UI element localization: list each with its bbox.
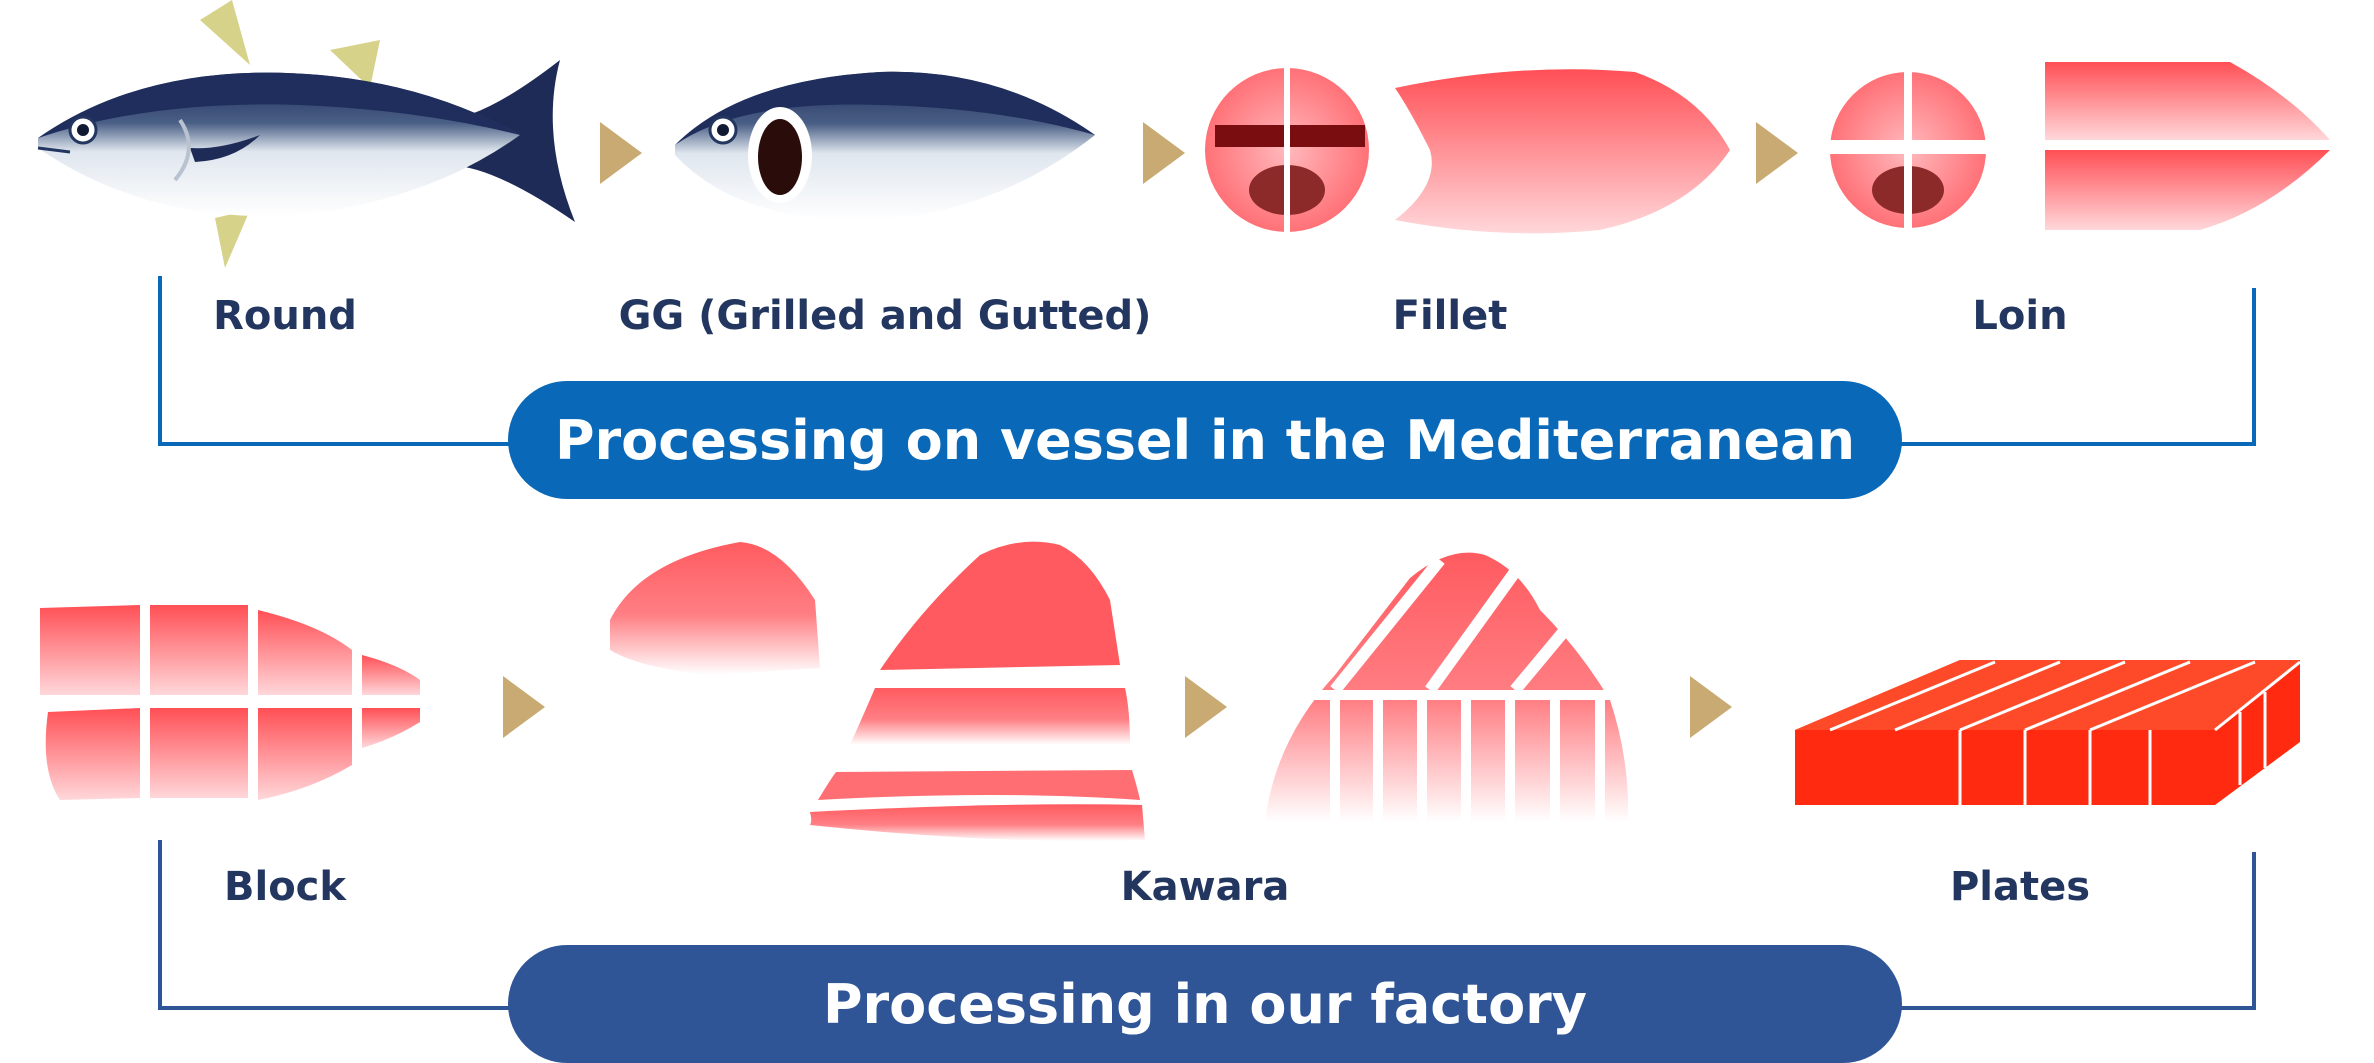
label-loin: Loin [1972,293,2068,339]
banner-factory: Processing in our factory [508,945,1902,1063]
kawara-icon [610,541,1145,841]
label-kawara: Kawara [1120,864,1290,910]
plates-icon [1795,660,2301,805]
arrow-icon [1185,676,1227,738]
arrow-icon [600,122,642,184]
arrow-icon [1690,676,1732,738]
fillet-cross-section-icon [1205,65,1369,235]
block-icon [40,605,420,800]
gg-tuna-icon [675,71,1095,221]
loin-side-icon [2045,62,2330,230]
top-bracket-right [1898,288,2256,446]
arrow-icon [1143,122,1185,184]
label-fillet: Fillet [1392,293,1508,339]
loin-cross-section-icon [1828,68,1988,233]
bottom-bracket-left [158,840,516,1010]
label-block: Block [224,864,346,910]
fillet-side-icon [1395,69,1730,234]
round-tuna-icon [37,0,575,268]
bottom-bracket-right [1898,852,2256,1010]
banner-vessel: Processing on vessel in the Mediterranea… [508,381,1902,499]
top-bracket-left [158,276,516,446]
kawara-cut-icon [1265,552,1629,830]
arrow-icon [1756,122,1798,184]
label-gg: GG (Grilled and Gutted) [618,293,1152,339]
label-plates: Plates [1949,864,2091,910]
label-round: Round [213,293,357,339]
arrow-icon [503,676,545,738]
